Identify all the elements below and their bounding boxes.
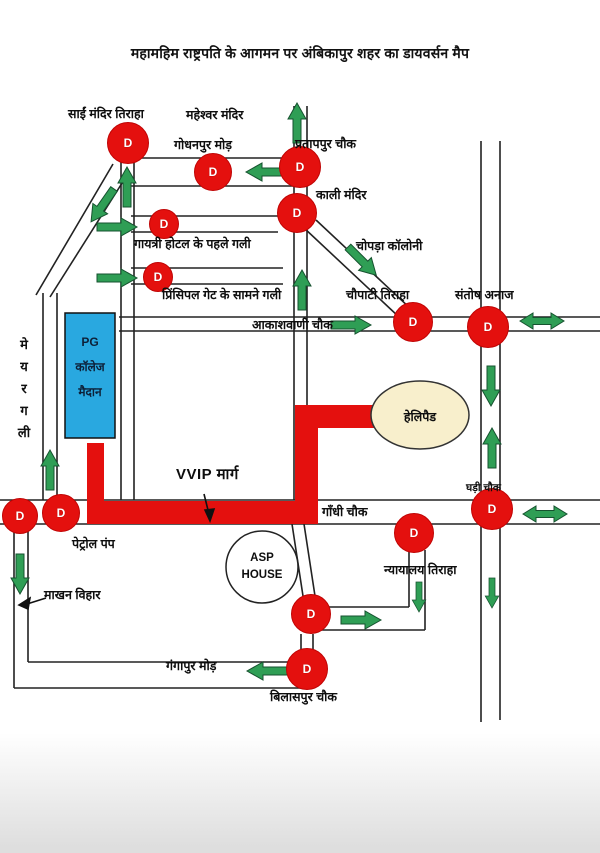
diversion-point-chaupati: D (393, 302, 433, 342)
label-gayatri-hotel-gali: गायत्री होटल के पहले गली (134, 237, 251, 251)
diversion-point-sai-mandir: D (107, 122, 149, 164)
diversion-point-gayatri-gali: D (149, 209, 179, 239)
label-sai-mandir-tiraha: साईं मंदिर तिराहा (68, 107, 144, 121)
pointer-lines (17, 493, 216, 611)
label-ghadi-chowk: घड़ी चौक (466, 482, 501, 494)
label-akashwani-chowk: आकाशवाणी चौक (252, 318, 333, 332)
diversion-point-ghadi-chowk: D (471, 488, 513, 530)
arrow-down-icon (481, 365, 501, 407)
arrow-left-icon (246, 661, 288, 681)
diversion-point-petrol-pump: D (42, 494, 80, 532)
diversion-point-godhanpur: D (194, 153, 232, 191)
helipad-label: हेलिपैड (403, 410, 437, 424)
arrow-down-icon (411, 581, 427, 613)
pg-college-ground-label: PG कॉलेज मैदान (75, 335, 105, 399)
diversion-point-pratappur: D (279, 146, 321, 188)
label-pratappur-chowk: प्रतापपुर चौक (295, 137, 357, 151)
label-nyayalaya-tiraha: न्यायालय तिराहा (384, 563, 457, 577)
diversion-point-kali-mandir: D (277, 193, 317, 233)
arrow-left-right-icon (519, 312, 565, 330)
arrow-up-icon (292, 269, 312, 311)
label-gandhi-chowk: गाँधी चौक (322, 505, 368, 519)
label-vvip-marg: VVIP मार्ग (176, 466, 239, 483)
arrow-left-right-icon (522, 505, 568, 523)
label-kali-mandir: काली मंदिर (316, 188, 367, 202)
diversion-point-mid-south: D (291, 594, 331, 634)
label-mayor-gali: मे य र ग ली (17, 337, 31, 440)
photo-shadow (0, 733, 600, 853)
label-petrol-pump: पेट्रोल पंप (72, 537, 115, 551)
arrow-right-icon (96, 217, 138, 237)
asp-house-area (225, 530, 299, 604)
arrow-up-icon (482, 427, 502, 469)
diversion-point-makhan-vihar-junction: D (2, 498, 38, 534)
label-chopra-colony: चोपड़ा कॉलोनी (356, 239, 423, 253)
label-santosh-anaj: संतोष अनाज (455, 288, 514, 302)
arrow-down-icon (484, 577, 500, 609)
arrow-right-icon (340, 610, 382, 630)
label-principal-gate-gali: प्रिंसिपल गेट के सामने गली (162, 288, 282, 302)
diversion-point-bilaspur: D (286, 648, 328, 690)
label-makhan-vihar: माखन विहार (44, 588, 101, 602)
label-bilaspur-chowk: बिलासपुर चौक (270, 690, 337, 704)
pg-college-ground-area (64, 312, 116, 439)
label-chaupati-tiraha: चौपाटी तिराहा (346, 288, 410, 302)
label-maheshwar-mandir: महेश्वर मंदिर (186, 108, 244, 122)
label-godhanpur-mod: गोधनपुर मोड़ (174, 138, 232, 152)
helipad-area (370, 380, 470, 450)
diversion-point-santosh-anaj: D (467, 306, 509, 348)
diversion-point-principal-gali: D (143, 262, 173, 292)
label-gangapur-mod: गंगापुर मोड़ (166, 659, 217, 673)
map-title: महामहिम राष्ट्रपति के आगमन पर अंबिकापुर … (130, 45, 470, 61)
vvip-route (87, 405, 375, 524)
asp-house-label: ASP HOUSE (241, 552, 283, 581)
diversion-point-nyayalaya: D (394, 513, 434, 553)
